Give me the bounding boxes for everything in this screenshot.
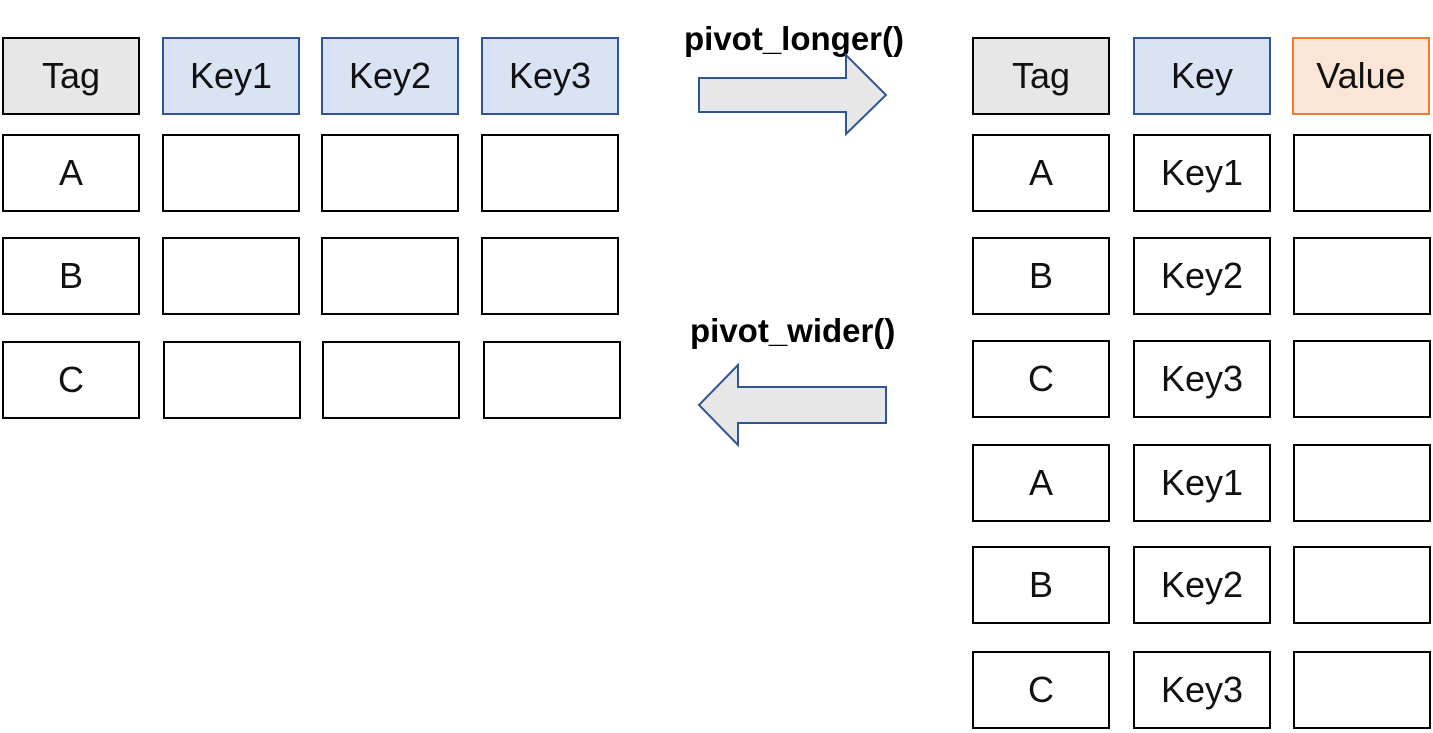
long-cell-key: Key3 [1133,651,1271,729]
long-cell-value [1293,237,1431,315]
wide-cell-key3 [481,134,619,212]
pivot-longer-label: pivot_longer() [684,20,904,57]
right-arrow-icon [698,52,888,137]
long-header-key: Key [1133,37,1271,115]
long-cell-key: Key1 [1133,134,1271,212]
wide-cell-tag: C [2,341,140,419]
long-cell-value [1293,340,1431,418]
long-cell-value [1293,546,1431,624]
wide-cell-key3 [483,341,621,419]
wide-cell-key3 [481,237,619,315]
long-cell-tag: A [972,444,1110,522]
wide-cell-key1 [162,237,300,315]
long-cell-tag: C [972,340,1110,418]
long-cell-tag: C [972,651,1110,729]
pivot-wider-label: pivot_wider() [690,312,896,349]
long-cell-value [1293,444,1431,522]
long-header-value: Value [1292,37,1430,115]
wide-cell-key2 [321,237,459,315]
left-arrow-icon [697,362,887,448]
wide-cell-key1 [162,134,300,212]
long-cell-tag: B [972,546,1110,624]
long-header-tag: Tag [972,37,1110,115]
wide-header-key3: Key3 [481,37,619,115]
wide-cell-key2 [321,134,459,212]
long-cell-tag: B [972,237,1110,315]
long-cell-key: Key2 [1133,546,1271,624]
long-cell-value [1293,134,1431,212]
wide-cell-tag: B [2,237,140,315]
wide-header-key1: Key1 [162,37,300,115]
wide-cell-key2 [322,341,460,419]
long-cell-key: Key1 [1133,444,1271,522]
wide-header-tag: Tag [2,37,140,115]
wide-header-key2: Key2 [321,37,459,115]
long-cell-value [1293,651,1431,729]
long-cell-key: Key2 [1133,237,1271,315]
long-cell-tag: A [972,134,1110,212]
long-cell-key: Key3 [1133,340,1271,418]
wide-cell-key1 [163,341,301,419]
wide-cell-tag: A [2,134,140,212]
